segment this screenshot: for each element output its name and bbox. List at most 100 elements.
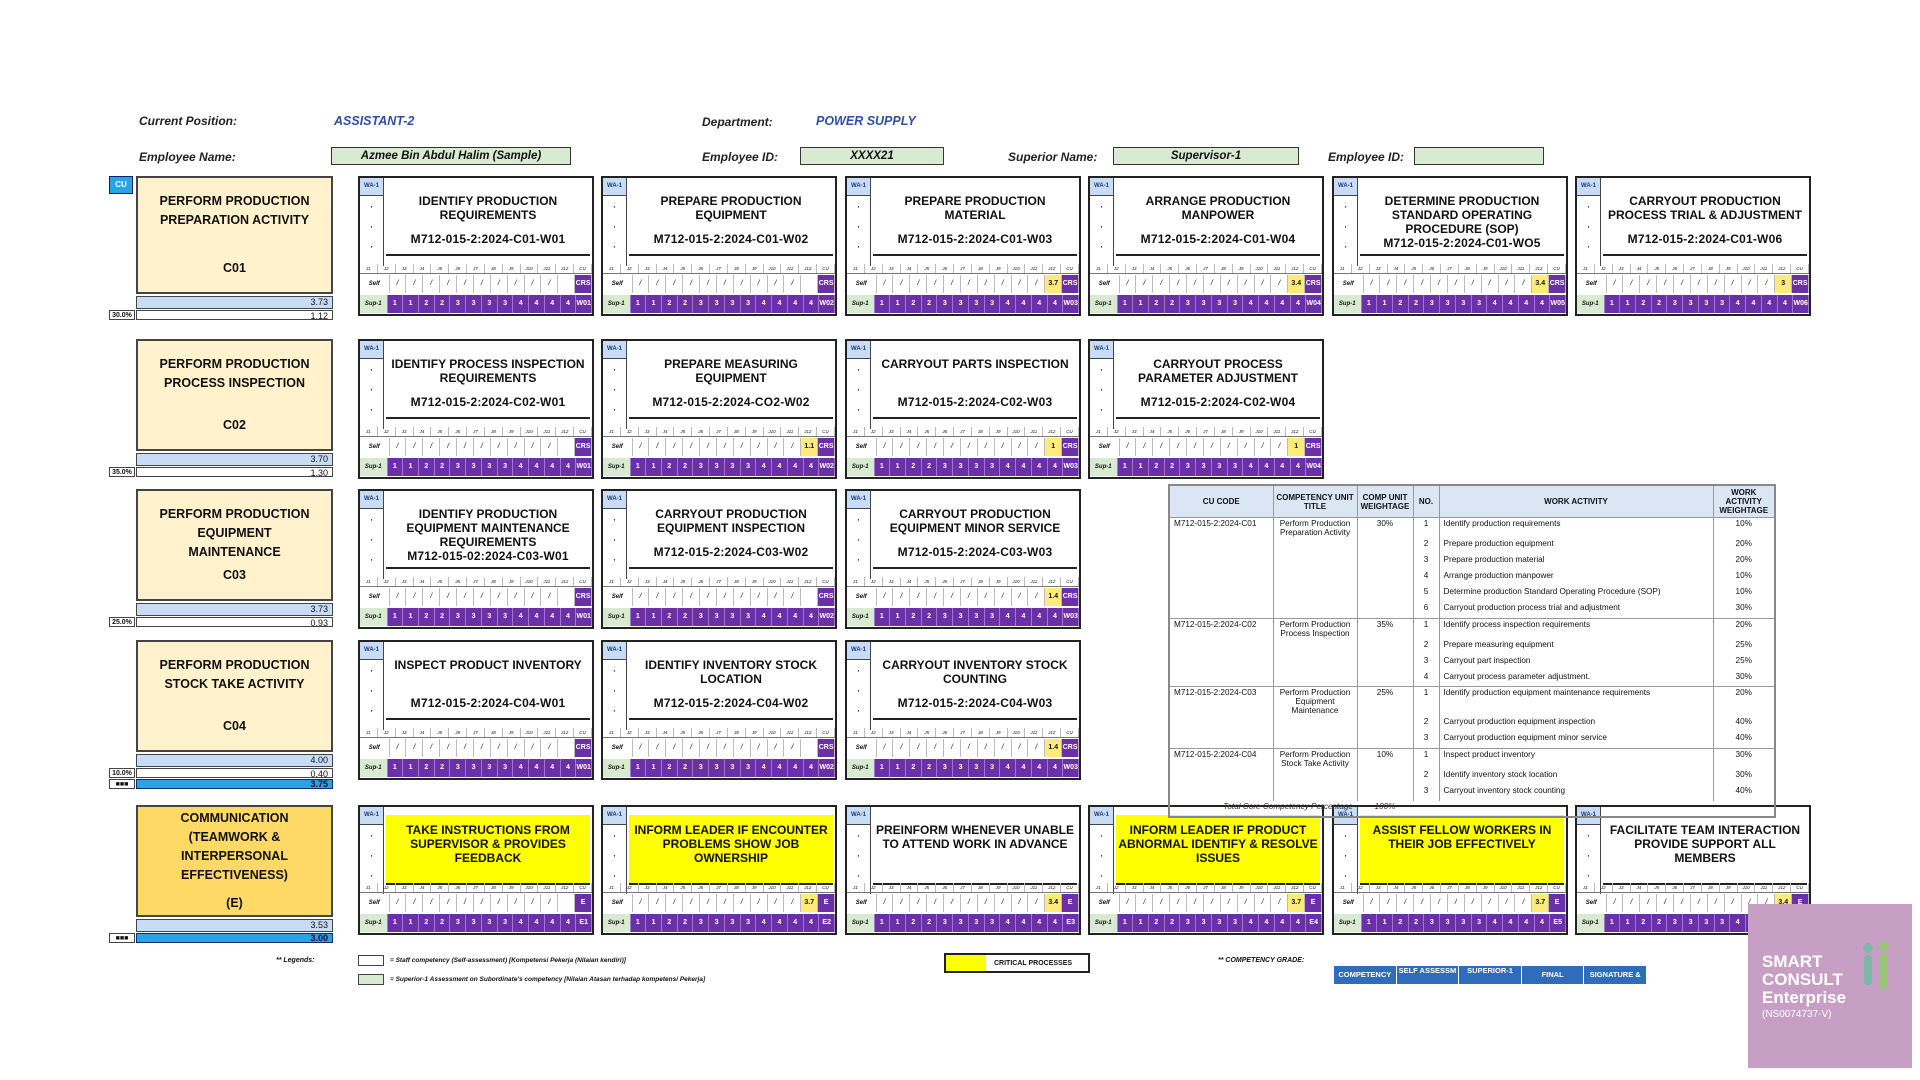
- self-cell[interactable]: /: [893, 588, 911, 606]
- sup-cell[interactable]: 4: [1730, 914, 1747, 932]
- sup-cell[interactable]: 3: [724, 295, 741, 313]
- sup-cell[interactable]: 4: [772, 608, 788, 626]
- self-cell[interactable]: /: [457, 894, 474, 912]
- self-cell[interactable]: /: [961, 588, 978, 606]
- sup-cell[interactable]: 4: [756, 295, 773, 313]
- self-cell[interactable]: /: [784, 588, 802, 606]
- self-cell[interactable]: /: [440, 438, 458, 456]
- sup-cell[interactable]: 1: [387, 295, 404, 313]
- sup-cell[interactable]: 3: [1440, 295, 1456, 313]
- sup-cell[interactable]: 3: [984, 914, 1001, 932]
- self-cell[interactable]: /: [751, 588, 768, 606]
- employee-id2-field[interactable]: [1414, 147, 1544, 165]
- sup-cell[interactable]: 4: [1016, 759, 1032, 777]
- sup-cell[interactable]: 4: [756, 608, 773, 626]
- sup-cell[interactable]: 4: [1761, 295, 1778, 313]
- sup-cell[interactable]: 4: [1016, 458, 1032, 476]
- sup-cell[interactable]: 4: [560, 914, 577, 932]
- self-cell[interactable]: /: [1431, 275, 1448, 293]
- self-cell[interactable]: /: [1120, 438, 1137, 456]
- self-cell[interactable]: /: [1012, 739, 1029, 757]
- self-cell[interactable]: /: [541, 739, 559, 757]
- self-cell[interactable]: /: [751, 894, 768, 912]
- sup-cell[interactable]: 3: [953, 759, 969, 777]
- sup-cell[interactable]: 2: [434, 295, 451, 313]
- self-cell[interactable]: /: [1465, 275, 1482, 293]
- sup-cell[interactable]: 1: [387, 458, 404, 476]
- self-cell[interactable]: /: [1255, 894, 1272, 912]
- sup-cell[interactable]: 2: [418, 458, 435, 476]
- self-cell[interactable]: /: [666, 894, 684, 912]
- self-cell[interactable]: /: [734, 894, 751, 912]
- sup-cell[interactable]: 4: [1274, 914, 1291, 932]
- sup-cell[interactable]: 2: [434, 759, 451, 777]
- self-cell[interactable]: /: [1397, 275, 1415, 293]
- sup-cell[interactable]: 2: [921, 759, 938, 777]
- self-cell[interactable]: /: [1623, 894, 1641, 912]
- sup-cell[interactable]: 2: [905, 608, 922, 626]
- self-cell[interactable]: /: [700, 588, 717, 606]
- self-cell[interactable]: /: [893, 438, 911, 456]
- self-cell[interactable]: /: [961, 894, 978, 912]
- sup-cell[interactable]: 4: [1031, 914, 1048, 932]
- sup-cell[interactable]: 4: [1243, 914, 1260, 932]
- sup-cell[interactable]: 4: [560, 759, 577, 777]
- self-cell[interactable]: /: [1255, 275, 1272, 293]
- self-cell[interactable]: /: [1271, 438, 1289, 456]
- self-cell[interactable]: /: [910, 739, 928, 757]
- sup-cell[interactable]: 4: [544, 914, 561, 932]
- self-cell[interactable]: /: [700, 739, 717, 757]
- self-cell[interactable]: /: [995, 588, 1012, 606]
- self-cell[interactable]: /: [1725, 275, 1742, 293]
- sup-cell[interactable]: 4: [756, 914, 773, 932]
- sup-cell[interactable]: 1: [1117, 914, 1134, 932]
- self-cell[interactable]: /: [944, 438, 961, 456]
- sup-cell[interactable]: 1: [890, 608, 906, 626]
- self-cell[interactable]: /: [1414, 275, 1432, 293]
- sup-cell[interactable]: 3: [1455, 295, 1472, 313]
- self-cell[interactable]: /: [927, 438, 945, 456]
- sup-cell[interactable]: 4: [513, 458, 530, 476]
- sup-cell[interactable]: 1: [646, 608, 662, 626]
- sup-cell[interactable]: 4: [1016, 295, 1032, 313]
- self-cell[interactable]: /: [491, 438, 508, 456]
- work-activity-card[interactable]: WA-1···CARRYOUT PRODUCTION EQUIPMENT MIN…: [845, 489, 1081, 629]
- self-cell[interactable]: /: [1607, 275, 1624, 293]
- sup-cell[interactable]: 4: [529, 914, 545, 932]
- sup-cell[interactable]: 4: [1534, 914, 1551, 932]
- self-cell[interactable]: /: [440, 894, 458, 912]
- self-cell[interactable]: /: [525, 588, 542, 606]
- sup-cell[interactable]: 1: [874, 295, 891, 313]
- self-cell[interactable]: /: [491, 739, 508, 757]
- self-cell[interactable]: /: [649, 894, 667, 912]
- self-cell[interactable]: /: [768, 894, 785, 912]
- self-cell[interactable]: /: [893, 739, 911, 757]
- self-cell[interactable]: /: [1364, 275, 1381, 293]
- sup-cell[interactable]: 3: [709, 608, 725, 626]
- self-cell[interactable]: /: [717, 588, 734, 606]
- sup-cell[interactable]: 4: [1487, 295, 1504, 313]
- self-cell[interactable]: /: [1607, 894, 1624, 912]
- sup-cell[interactable]: 4: [1290, 458, 1307, 476]
- sup-cell[interactable]: 4: [1290, 295, 1307, 313]
- sup-cell[interactable]: 4: [1274, 295, 1291, 313]
- self-cell[interactable]: /: [1448, 894, 1465, 912]
- self-cell[interactable]: /: [1271, 275, 1289, 293]
- self-cell[interactable]: /: [1499, 275, 1516, 293]
- sup-cell[interactable]: 4: [560, 458, 577, 476]
- sup-cell[interactable]: 4: [1047, 759, 1064, 777]
- sup-cell[interactable]: 4: [803, 759, 820, 777]
- sup-cell[interactable]: 4: [1031, 759, 1048, 777]
- sup-cell[interactable]: 1: [1361, 914, 1378, 932]
- sup-cell[interactable]: 4: [803, 608, 820, 626]
- sup-cell[interactable]: 2: [1148, 458, 1165, 476]
- sup-cell[interactable]: 1: [890, 295, 906, 313]
- self-cell[interactable]: /: [734, 275, 751, 293]
- self-cell[interactable]: /: [525, 438, 542, 456]
- sup-cell[interactable]: 3: [1698, 295, 1715, 313]
- self-cell[interactable]: /: [1515, 894, 1533, 912]
- self-cell[interactable]: /: [1758, 894, 1776, 912]
- self-cell[interactable]: /: [457, 438, 474, 456]
- sup-cell[interactable]: 1: [874, 458, 891, 476]
